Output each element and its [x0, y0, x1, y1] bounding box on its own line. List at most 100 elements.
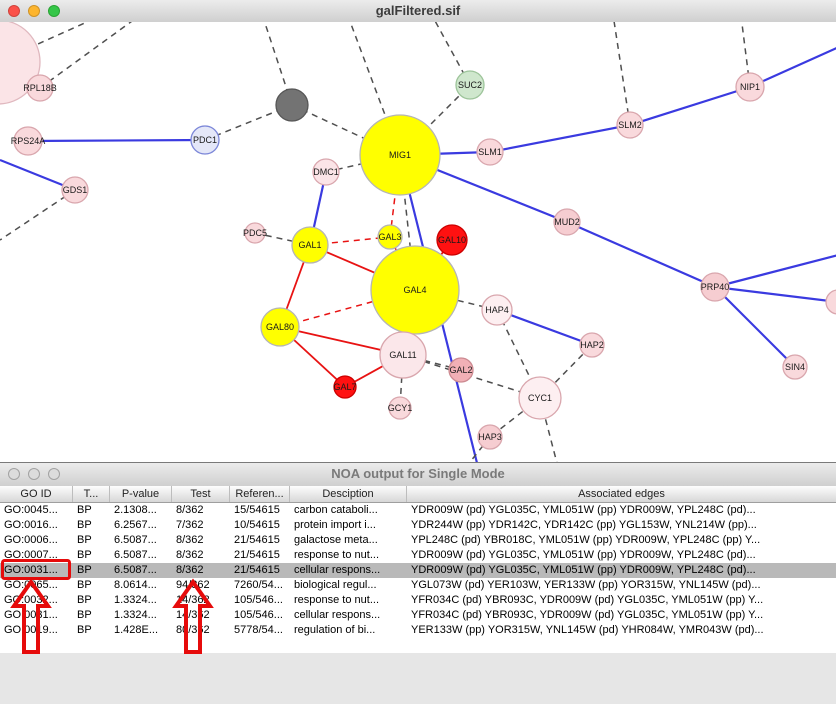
- graph-node-RPL18B[interactable]: [26, 74, 54, 102]
- minimize-button-inactive[interactable]: [28, 468, 40, 480]
- table-cell: YFR034C (pd) YBR093C, YDR009W (pd) YGL03…: [411, 609, 764, 621]
- graph-node-CYC1[interactable]: [518, 376, 562, 420]
- graph-node-DMC1[interactable]: [312, 158, 340, 186]
- table-cell: response to nut...: [294, 594, 379, 606]
- table-cell: 21/54615: [234, 534, 280, 546]
- table-cell: YDR009W (pd) YGL035C, YML051W (pp) YDR00…: [411, 504, 756, 516]
- graph-node-SIN4[interactable]: [782, 354, 808, 380]
- noa-window-titlebar[interactable]: NOA output for Single Mode: [0, 463, 836, 487]
- table-cell: BP: [77, 624, 92, 636]
- graph-node-SLM1[interactable]: [476, 138, 504, 166]
- table-cell: BP: [77, 609, 92, 621]
- table-cell: 15/54615: [234, 504, 280, 516]
- table-cell: YFR034C (pd) YBR093C, YDR009W (pd) YGL03…: [411, 594, 764, 606]
- table-cell: 1.3324...: [114, 609, 157, 621]
- table-cell: carbon cataboli...: [294, 504, 378, 516]
- column-header-referen-[interactable]: Referen...: [230, 486, 290, 502]
- column-header-go-id[interactable]: GO ID: [0, 486, 73, 502]
- table-body: GO:0045... BP 2.1308... 8/362 15/54615 carbon…: [0, 503, 836, 653]
- graph-node-edge-node-right[interactable]: [825, 289, 836, 315]
- graph-node-PDC5[interactable]: [244, 222, 266, 244]
- graph-window-title: galFiltered.sif: [375, 3, 461, 18]
- column-header-desciption[interactable]: Desciption: [290, 486, 407, 502]
- zoom-button-inactive[interactable]: [48, 468, 60, 480]
- graph-node-GAL1[interactable]: [291, 226, 329, 264]
- table-cell: YER133W (pp) YOR315W, YNL145W (pd) YHR08…: [411, 624, 764, 636]
- column-header-associated-edges[interactable]: Associated edges: [578, 488, 665, 500]
- network-graph: RPL18BRPS24AGDS1PDC1DMC1MIG1SUC2SLM1SLM2…: [0, 7, 836, 468]
- table-cell: 80/362: [176, 624, 210, 636]
- graph-node-MUD2[interactable]: [553, 208, 581, 236]
- table-cell: GO:0045...: [4, 504, 58, 516]
- graph-node-NIP1[interactable]: [735, 72, 765, 102]
- minimize-button[interactable]: [28, 5, 40, 17]
- graph-edge: [0, 189, 76, 241]
- close-button[interactable]: [8, 5, 20, 17]
- graph-node-GAL10[interactable]: [436, 224, 468, 256]
- graph-node-GCY1[interactable]: [388, 396, 412, 420]
- table-cell: 8/362: [176, 564, 204, 576]
- table-cell: GO:0065...: [4, 579, 58, 591]
- graph-window-titlebar[interactable]: galFiltered.sif: [0, 0, 836, 23]
- table-cell: 6.2567...: [114, 519, 157, 531]
- column-header-p-value[interactable]: P-value: [110, 486, 172, 502]
- table-cell: BP: [77, 549, 92, 561]
- table-cell: BP: [77, 534, 92, 546]
- graph-node-GAL11[interactable]: [379, 331, 427, 379]
- graph-edge: [714, 254, 836, 289]
- table-cell: 14/362: [176, 594, 210, 606]
- graph-edge: [714, 285, 836, 303]
- close-button-inactive[interactable]: [8, 468, 20, 480]
- graph-node-unlabeled-gray[interactable]: [275, 88, 309, 122]
- table-cell: 7260/54...: [234, 579, 283, 591]
- column-header-t-[interactable]: T...: [73, 486, 110, 502]
- table-cell: BP: [77, 579, 92, 591]
- graph-node-RPS24A[interactable]: [13, 126, 43, 156]
- graph-edge: [611, 7, 631, 126]
- table-cell: 8/362: [176, 534, 204, 546]
- graph-node-PRP40[interactable]: [700, 272, 730, 302]
- graph-edge: [566, 220, 716, 289]
- graph-edge: [629, 85, 751, 127]
- table-cell: GO:0031...: [4, 564, 58, 576]
- graph-edge: [749, 47, 836, 89]
- graph-node-GAL4[interactable]: [370, 245, 460, 335]
- table-cell: YDR009W (pd) YGL035C, YML051W (pp) YDR00…: [411, 564, 756, 576]
- graph-node-SUC2[interactable]: [455, 70, 485, 100]
- zoom-button[interactable]: [48, 5, 60, 17]
- column-header-test[interactable]: Test: [172, 486, 230, 502]
- graph-node-GAL80[interactable]: [260, 307, 300, 347]
- graph-node-GDS1[interactable]: [61, 176, 89, 204]
- graph-node-MIG1[interactable]: [359, 114, 441, 196]
- table-cell: 2.1308...: [114, 504, 157, 516]
- graph-node-GAL2[interactable]: [448, 357, 474, 383]
- graph-node-HAP2[interactable]: [579, 332, 605, 358]
- graph-node-GAL3[interactable]: [377, 224, 403, 250]
- table-cell: GO:0019...: [4, 624, 58, 636]
- graph-node-SLM2[interactable]: [616, 111, 644, 139]
- graph-node-HAP4[interactable]: [481, 294, 513, 326]
- graph-node-PDC1[interactable]: [190, 125, 220, 155]
- table-cell: 5778/54...: [234, 624, 283, 636]
- table-cell: 105/546...: [234, 609, 283, 621]
- table-cell: 8/362: [176, 504, 204, 516]
- table-cell: BP: [77, 519, 92, 531]
- graph-node-GAL7[interactable]: [333, 375, 357, 399]
- table-cell: 10/54615: [234, 519, 280, 531]
- table-cell: YPL248C (pd) YBR018C, YML051W (pp) YDR00…: [411, 534, 761, 546]
- graph-node-HAP3[interactable]: [477, 424, 503, 450]
- table-cell: 21/54615: [234, 549, 280, 561]
